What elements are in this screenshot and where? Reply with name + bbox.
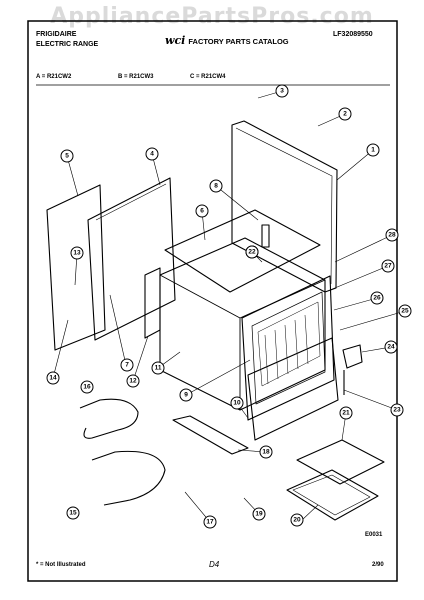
callout-13: 13 [73, 250, 81, 257]
callout-10: 10 [233, 400, 241, 407]
back-panel-part [231, 120, 338, 293]
callout-bubble [381, 259, 395, 273]
callout-bubble [384, 340, 398, 354]
callout-22: 22 [248, 249, 256, 256]
callout-bubble [339, 406, 353, 420]
broil-element-part [91, 450, 166, 506]
callout-7: 7 [125, 362, 129, 369]
callout-6: 6 [200, 208, 204, 215]
callout-bubble [338, 107, 352, 121]
callout-bubble [179, 388, 193, 402]
side-panel-left-part [46, 184, 106, 351]
callout-bubble [126, 374, 140, 388]
callout-bubbles [46, 84, 412, 529]
callout-4: 4 [150, 151, 154, 158]
callout-bubble [195, 204, 209, 218]
callout-16: 16 [83, 384, 91, 391]
model-a: A = R21CW2 [36, 74, 72, 80]
callout-bubble [366, 143, 380, 157]
callout-3: 3 [280, 88, 284, 95]
callout-1: 1 [371, 147, 375, 154]
callout-bubble [245, 245, 259, 259]
callout-bubble [66, 506, 80, 520]
callout-bubble [151, 361, 165, 375]
callout-bubble [370, 291, 384, 305]
callout-23: 23 [393, 407, 401, 414]
callout-18: 18 [262, 449, 270, 456]
callout-bubble [70, 246, 84, 260]
callout-27: 27 [384, 263, 392, 270]
callout-bubble [203, 515, 217, 529]
side-panel-right-part [87, 177, 176, 341]
callout-9: 9 [184, 392, 188, 399]
callout-19: 19 [255, 511, 263, 518]
callout-21: 21 [342, 410, 350, 417]
cooktop-frame-part [164, 209, 321, 293]
revision-date: 2/90 [372, 562, 384, 568]
callout-bubble [390, 403, 404, 417]
callout-12: 12 [129, 378, 137, 385]
callout-24: 24 [387, 344, 395, 351]
callout-bubble [80, 380, 94, 394]
callout-8: 8 [214, 183, 218, 190]
vent-tube-part [261, 224, 270, 248]
model-b: B = R21CW3 [118, 74, 154, 80]
callout-bubble [145, 147, 159, 161]
callout-bubble [385, 228, 399, 242]
callout-bubble [120, 358, 134, 372]
callout-5: 5 [65, 153, 69, 160]
callout-15: 15 [69, 510, 77, 517]
bake-element-part [79, 398, 139, 439]
callout-bubble [275, 84, 289, 98]
callout-bubble [230, 396, 244, 410]
callout-26: 26 [373, 295, 381, 302]
callout-bubble [259, 445, 273, 459]
leader-lines [52, 90, 406, 523]
callout-bubble [46, 371, 60, 385]
callout-bubble [209, 179, 223, 193]
callout-bubble [60, 149, 74, 163]
oven-door-part [247, 337, 339, 441]
broil-pan-part [286, 469, 379, 521]
kick-panel-part [172, 415, 249, 455]
callout-20: 20 [293, 517, 301, 524]
oven-rack-part [257, 301, 321, 387]
product-label: ELECTRIC RANGE [36, 41, 99, 48]
page-border [27, 20, 398, 582]
drawing-code: E0031 [365, 532, 383, 538]
broil-insert-part [296, 439, 385, 485]
callout-numbers: 1 2 3 4 5 6 7 8 9 10 11 12 13 14 15 16 1… [49, 88, 409, 526]
anti-tip-bracket-part [342, 344, 363, 369]
callout-17: 17 [206, 519, 214, 526]
catalog-number: LF32089550 [333, 31, 373, 38]
callout-25: 25 [401, 308, 409, 315]
callout-bubble [252, 507, 266, 521]
callout-bubble [290, 513, 304, 527]
callout-28: 28 [388, 232, 396, 239]
brand-logo-icon: wci [165, 34, 186, 47]
callout-14: 14 [49, 375, 57, 382]
page-number: D4 [209, 560, 220, 569]
not-illustrated-note: * = Not Illustrated [36, 562, 86, 568]
brand-label: FRIGIDAIRE [36, 31, 77, 38]
model-c: C = R21CW4 [190, 74, 226, 80]
callout-bubble [398, 304, 412, 318]
callout-11: 11 [155, 365, 162, 372]
seal-strip-part [144, 267, 161, 339]
watermark: AppliancePartsPros.com [50, 4, 374, 29]
oven-front-frame-part [241, 275, 335, 421]
callout-2: 2 [343, 111, 347, 118]
